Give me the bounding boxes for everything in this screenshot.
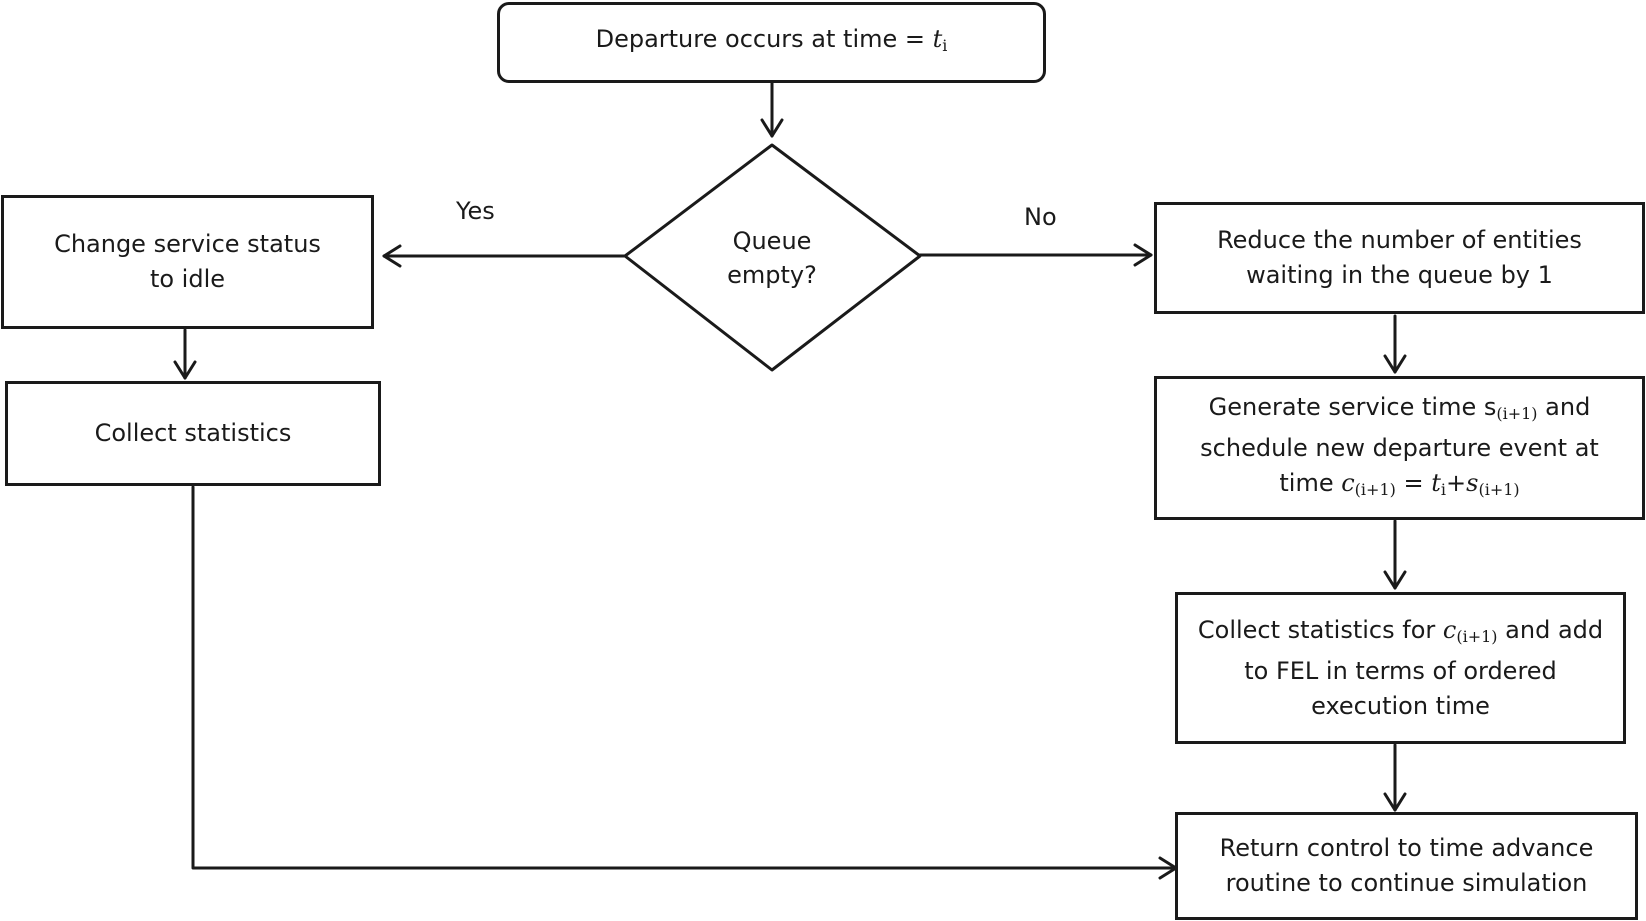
- start-node-label: Departure occurs at time = ti: [595, 25, 948, 55]
- collect-right-line-2: to FEL in terms of ordered: [1244, 656, 1557, 685]
- arrowhead-reduce-to-generate: [1383, 354, 1407, 374]
- return-line-2: routine to continue simulation: [1225, 869, 1588, 897]
- arrowhead-collect-to-return-right: [1383, 792, 1407, 812]
- collect-statistics-right-node: Collect statistics for c(i+1) and add to…: [1175, 592, 1626, 744]
- collect-right-line-3: execution time: [1311, 691, 1490, 720]
- reduce-queue-node: Reduce the number of entities waiting in…: [1154, 202, 1645, 314]
- arrowhead-idle-to-collect: [173, 360, 197, 380]
- arrowhead-no-to-reduce: [1133, 243, 1153, 267]
- decision-line-1: Queue: [732, 227, 812, 255]
- collect-statistics-left-label: Collect statistics: [94, 419, 292, 447]
- decision-diamond: [623, 143, 922, 372]
- reduce-line-2: waiting in the queue by 1: [1246, 261, 1553, 289]
- yes-label: Yes: [456, 197, 495, 225]
- generate-line-1: Generate service time s(i+1) and: [1208, 392, 1591, 423]
- arrow-collect-to-return: [191, 485, 1178, 870]
- arrowhead-generate-to-collect: [1383, 570, 1407, 590]
- decision-line-2: empty?: [727, 261, 817, 289]
- generate-service-node: Generate service time s(i+1) and schedul…: [1154, 376, 1645, 520]
- start-node: Departure occurs at time = ti: [497, 2, 1046, 83]
- generate-line-2: schedule new departure event at: [1200, 433, 1599, 462]
- decision-label: Queue empty?: [672, 224, 872, 292]
- idle-line-2: to idle: [149, 265, 226, 293]
- return-line-1: Return control to time advance: [1219, 834, 1594, 862]
- collect-statistics-left-node: Collect statistics: [5, 381, 381, 486]
- arrowhead-start-to-decision: [760, 118, 784, 138]
- return-control-node: Return control to time advance routine t…: [1175, 812, 1638, 920]
- collect-right-line-1: Collect statistics for c(i+1) and add: [1197, 615, 1604, 646]
- idle-line-1: Change service status: [54, 230, 321, 258]
- idle-node: Change service status to idle: [1, 195, 374, 329]
- reduce-line-1: Reduce the number of entities: [1217, 226, 1582, 254]
- arrowhead-yes-to-idle: [382, 244, 402, 268]
- no-label: No: [1024, 203, 1057, 231]
- generate-line-3: time c(i+1) = ti+s(i+1): [1279, 468, 1520, 499]
